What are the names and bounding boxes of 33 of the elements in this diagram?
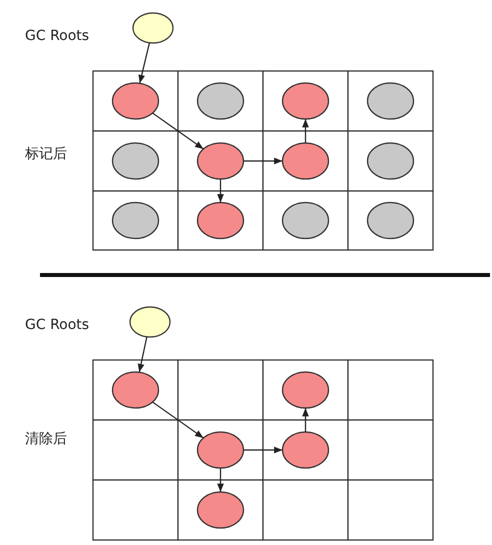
arrow	[138, 336, 148, 372]
arrow	[152, 112, 204, 150]
object-node	[282, 202, 330, 240]
object-node	[366, 82, 414, 120]
arrow	[302, 119, 309, 143]
object-node	[112, 142, 160, 180]
object-node	[112, 371, 160, 409]
object-node	[196, 491, 244, 529]
root-label: GC Roots	[25, 317, 90, 333]
object-node	[112, 202, 160, 240]
row-label: 标记后	[25, 145, 67, 163]
arrow	[217, 179, 224, 202]
object-node	[282, 371, 330, 409]
object-node	[366, 142, 414, 180]
arrow	[302, 408, 309, 432]
object-node	[196, 202, 244, 240]
object-node	[196, 82, 244, 120]
object-node	[196, 431, 244, 469]
object-node	[112, 82, 160, 120]
arrow	[244, 446, 282, 454]
arrow	[244, 158, 282, 164]
arrow	[152, 402, 204, 438]
object-node	[282, 82, 330, 120]
object-node	[366, 202, 414, 240]
object-node	[196, 142, 244, 180]
root-node	[132, 12, 174, 44]
object-node	[282, 142, 330, 180]
root-label: GC Roots	[25, 28, 90, 44]
object-node	[282, 431, 330, 469]
root-node	[129, 306, 171, 338]
arrow	[138, 42, 150, 84]
arrow	[217, 468, 224, 492]
row-label: 清除后	[25, 430, 67, 448]
